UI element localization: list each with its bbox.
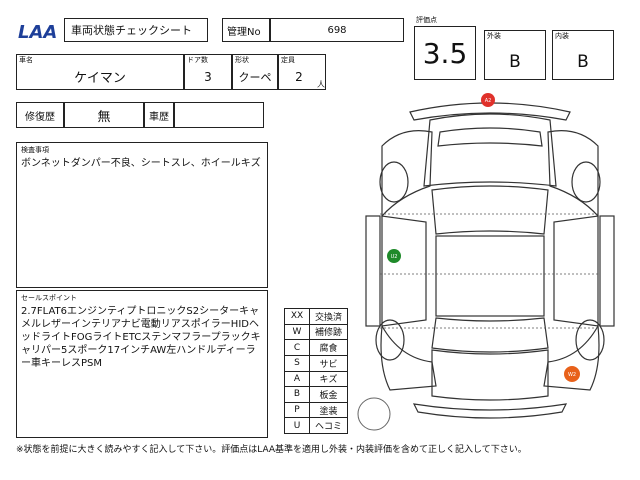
repair-history-label: 修復歴 [16, 102, 64, 128]
score-label: 評価点 [416, 16, 437, 24]
rear-right-fender [543, 324, 600, 391]
damage-marker-label: W2 [568, 372, 576, 378]
management-no-label: 管理No [222, 18, 270, 42]
vehicle-name: ケイマン [74, 70, 126, 86]
front-left-wheel [379, 161, 409, 203]
interior-grade: B [577, 52, 589, 72]
front-right-fender [547, 130, 599, 218]
inspection-text: ボンネットダンパー不良、シートスレ、ホイールキズ [21, 158, 261, 169]
legend-code: C [284, 339, 310, 356]
hood-outline [423, 113, 557, 187]
sales-points-text: 2.7FLAT6エンジンティプトロニックS2シーターキャメルレザーインテリアナビ… [21, 306, 261, 369]
legend-meaning: 腐食 [309, 339, 348, 356]
laa-logo-text: LAA [18, 22, 57, 42]
shape-cell: 形状 クーペ [232, 54, 278, 90]
damage-marker-label: U2 [391, 254, 398, 260]
rear-bumper-outline [412, 403, 568, 419]
vehicle-name-label: 車名 [19, 56, 33, 64]
legend-code: A [284, 370, 310, 388]
sales-points-box: セールスポイント 2.7FLAT6エンジンティプトロニックS2シーターキャメルレ… [16, 290, 268, 438]
legend-code: XX [284, 308, 310, 325]
footer-note: ※状態を前提に大きく読みやすく記入して下さい。評価点はLAA基準を適用し外装・内… [16, 445, 527, 455]
legend-meaning: 補修跡 [309, 323, 348, 341]
inspection-label: 検査事項 [21, 146, 49, 154]
sheet-title: 車両状態チェックシート [64, 18, 208, 42]
doors-cell: ドア数 3 [184, 54, 232, 90]
interior-label: 内装 [555, 32, 569, 40]
doors-value: 3 [204, 70, 212, 84]
shape-value: クーペ [238, 71, 272, 84]
vehicle-name-cell: 車名 ケイマン [16, 54, 184, 90]
trunk-outline [431, 349, 549, 401]
damage-marker: W2 [564, 366, 580, 382]
capacity-value: 2 [295, 70, 303, 84]
left-side-panel [365, 215, 381, 327]
front-bumper-outline [409, 102, 571, 121]
sales-points-label: セールスポイント [21, 294, 77, 302]
capacity-label: 定員 [281, 56, 295, 64]
right-side-panel [599, 215, 615, 327]
legend-code: S [284, 354, 310, 372]
laa-logo: LAA [16, 20, 64, 43]
front-left-fender [381, 130, 433, 218]
legend-code: U [284, 417, 310, 434]
exterior-label: 外装 [487, 32, 501, 40]
right-door [553, 215, 599, 327]
management-no-value: 698 [270, 18, 404, 42]
damage-marker: A2 [481, 93, 495, 107]
inspection-box: 検査事項 ボンネットダンパー不良、シートスレ、ホイールキズ [16, 142, 268, 288]
front-right-wheel [571, 161, 601, 203]
spare-tire-icon [357, 397, 391, 431]
left-door [381, 215, 427, 327]
rear-right-wheel [575, 319, 605, 361]
car-damage-diagram: A2 U2 W2 [357, 93, 615, 431]
damage-marker-label: A2 [485, 98, 492, 104]
car-history-label: 車歴 [144, 102, 174, 128]
repair-history-value: 無 [64, 102, 144, 128]
legend-code: P [284, 401, 310, 419]
legend-meaning: サビ [309, 354, 348, 372]
legend-meaning: ヘコミ [309, 417, 348, 434]
rear-left-fender [380, 324, 437, 391]
score-value: 3.5 [414, 26, 476, 80]
legend-meaning: 塗装 [309, 401, 348, 419]
car-history-value [174, 102, 264, 128]
capacity-cell: 定員 2 人 [278, 54, 326, 90]
exterior-grade: B [509, 52, 521, 72]
windshield [431, 185, 549, 235]
roof-panel [435, 235, 545, 317]
interior-grade-box: 内装 B [552, 30, 614, 80]
legend-meaning: 板金 [309, 386, 348, 403]
exterior-grade-box: 外装 B [484, 30, 546, 80]
hood-panel [437, 127, 543, 147]
rear-window [431, 317, 549, 353]
doors-label: ドア数 [187, 56, 208, 64]
legend-meaning: 交換済 [309, 308, 348, 325]
rear-left-wheel [375, 319, 405, 361]
capacity-unit: 人 [317, 80, 325, 89]
damage-marker: U2 [387, 249, 401, 263]
legend-code: B [284, 386, 310, 403]
shape-label: 形状 [235, 56, 249, 64]
legend-code: W [284, 323, 310, 341]
legend-meaning: キズ [309, 370, 348, 388]
